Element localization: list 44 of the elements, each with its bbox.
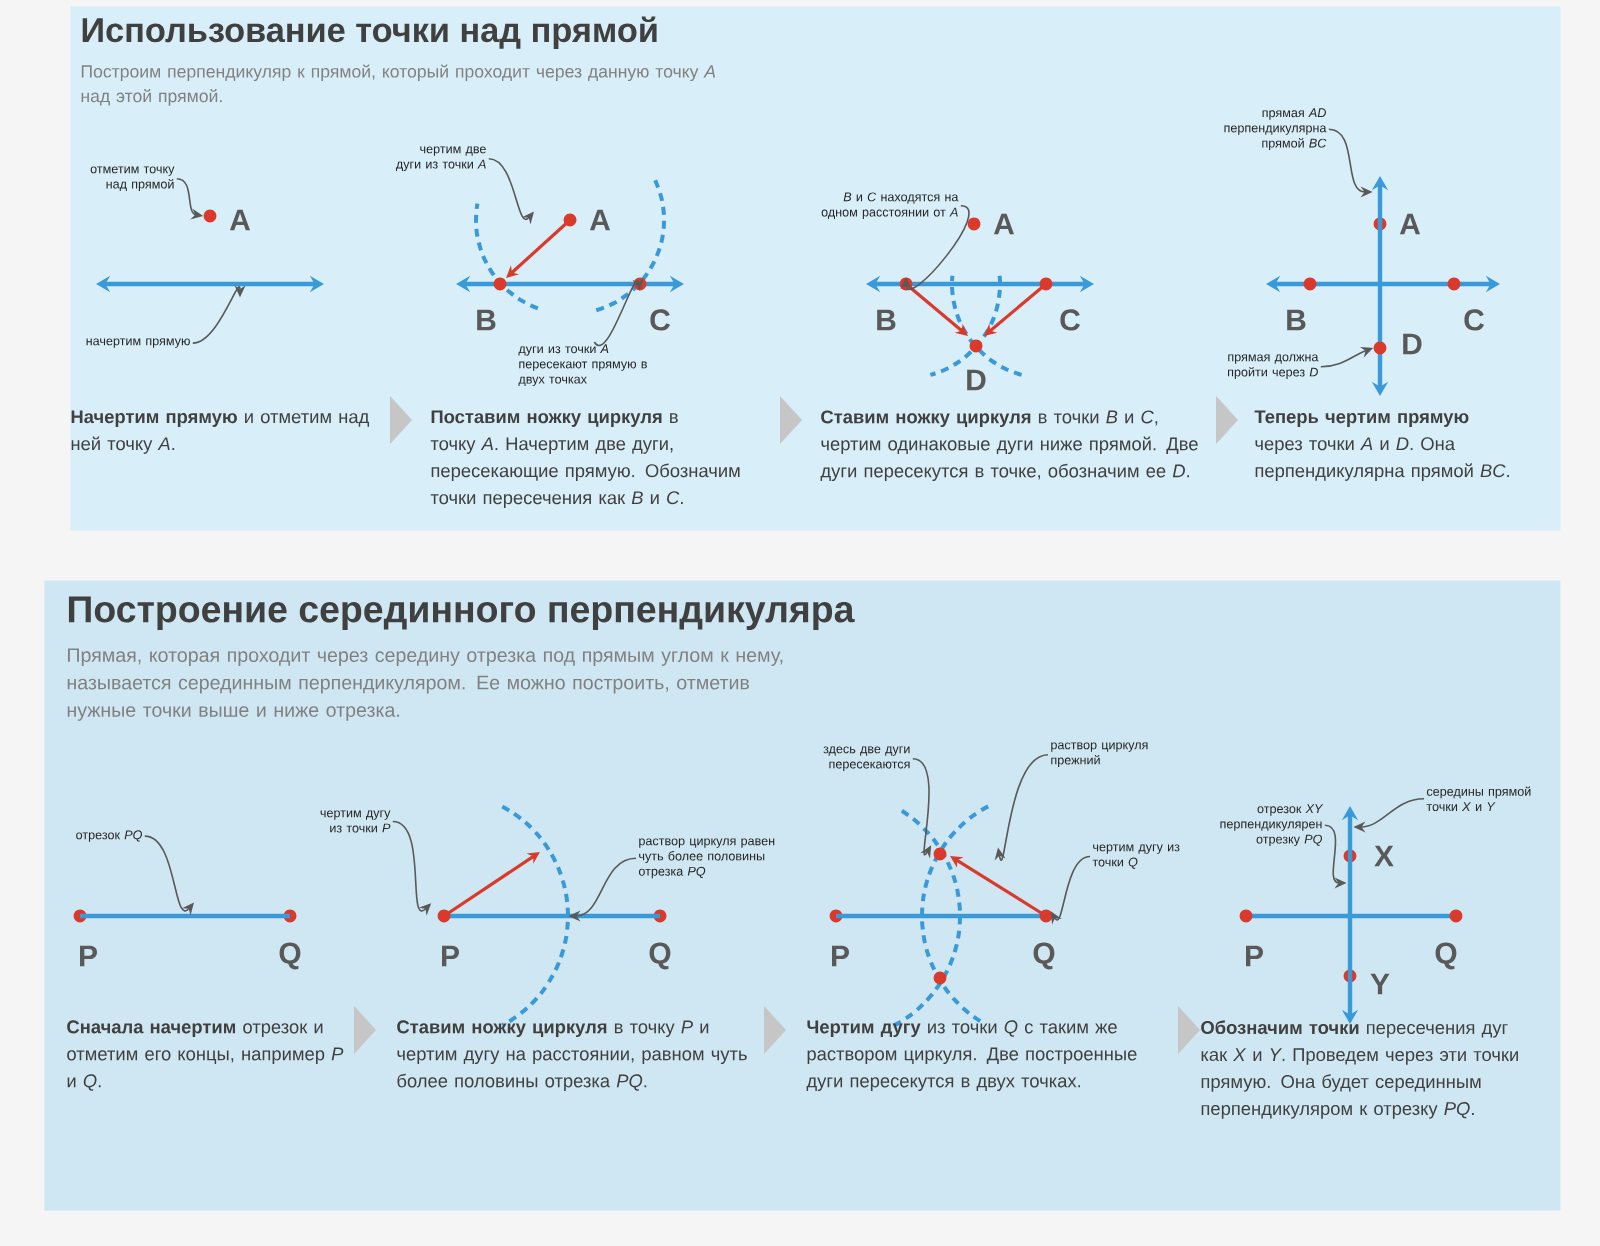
point-letter: P bbox=[442, 945, 459, 967]
point-letter: P bbox=[832, 945, 849, 967]
point-letter: P bbox=[1246, 945, 1263, 967]
point-letter: C bbox=[650, 309, 670, 331]
step-caption: Сначала начертим отрезок и отметим его концы, например P и Q. bbox=[67, 1020, 344, 1091]
leader-line bbox=[192, 285, 246, 344]
point-letter: A bbox=[589, 209, 611, 231]
point-letter: D bbox=[967, 369, 986, 391]
step-caption: Поставим ножку циркуля в точку A. Начертим две дуги, пересекающие прямую. Обозначим точки пересечения как B и C. bbox=[430, 410, 740, 508]
point-letter: A bbox=[229, 209, 251, 231]
straight-line bbox=[444, 913, 660, 919]
step-caption: Ставим ножку циркуля в точку P и чертим дугу на расстоянии, равном чуть более половины отрезка PQ. bbox=[397, 1020, 747, 1092]
leader-line bbox=[994, 753, 1049, 861]
panel-intro: Построим перпендикуляр к прямой, который проходит через данную точку A над этой прямой. bbox=[81, 64, 716, 106]
point-letter: B bbox=[477, 309, 496, 331]
step-caption: Ставим ножку циркуля в точки B и C, чертим одинаковые дуги ниже прямой. Две дуги пересекутся в точке, обозначим ее D. bbox=[820, 410, 1198, 482]
step-caption: Теперь чертим прямую через точки A и D. Она перпендикулярна прямой BC. bbox=[1254, 410, 1509, 481]
point-letter: Q bbox=[1435, 942, 1457, 970]
straight-line bbox=[80, 913, 290, 919]
point-letter: Q bbox=[279, 942, 301, 970]
straight-line bbox=[836, 913, 1046, 919]
point-letter: C bbox=[1060, 309, 1080, 331]
point-letter: C bbox=[1464, 309, 1484, 331]
panel bbox=[70, 6, 1561, 531]
point-letter: Q bbox=[649, 942, 671, 970]
point-letter: D bbox=[1403, 333, 1422, 355]
radius-arrow bbox=[506, 218, 572, 278]
point-letter: B bbox=[1287, 309, 1306, 331]
panel-heading: Использование точки над прямой bbox=[82, 16, 657, 50]
leader-line bbox=[593, 277, 644, 347]
step-caption: Чертим дугу из точки Q с таким же раствором циркуля. Две построенные дуги пересекутся в двух точках. bbox=[806, 1020, 1137, 1092]
step-caption: Обозначим точки пересечения дуг как X и Y. Проведем через эти точки прямую. Она будет серединным перпендикуляром к отрезку PQ. bbox=[1201, 1020, 1518, 1119]
point-letter: A bbox=[1399, 213, 1421, 235]
leader-line bbox=[900, 204, 970, 290]
panel bbox=[44, 580, 1561, 1211]
point-letter: B bbox=[877, 309, 896, 331]
radius-arrow bbox=[443, 852, 540, 918]
point-letter: A bbox=[993, 213, 1015, 235]
step-caption: Начертим прямую и отметим над ней точку A. bbox=[71, 410, 369, 454]
point-letter: Q bbox=[1033, 942, 1055, 970]
point-letter: X bbox=[1374, 845, 1394, 867]
panel-intro: Прямая, которая проходит через середину отрезка под прямым углом к нему, называется серединным перпендикуляром. Ее можно построить, отметив нужные точки выше и ниже отрезка. bbox=[67, 648, 783, 721]
panel-heading: Построение серединного перпендикуляра bbox=[68, 596, 855, 630]
radius-arrow bbox=[950, 856, 1047, 918]
